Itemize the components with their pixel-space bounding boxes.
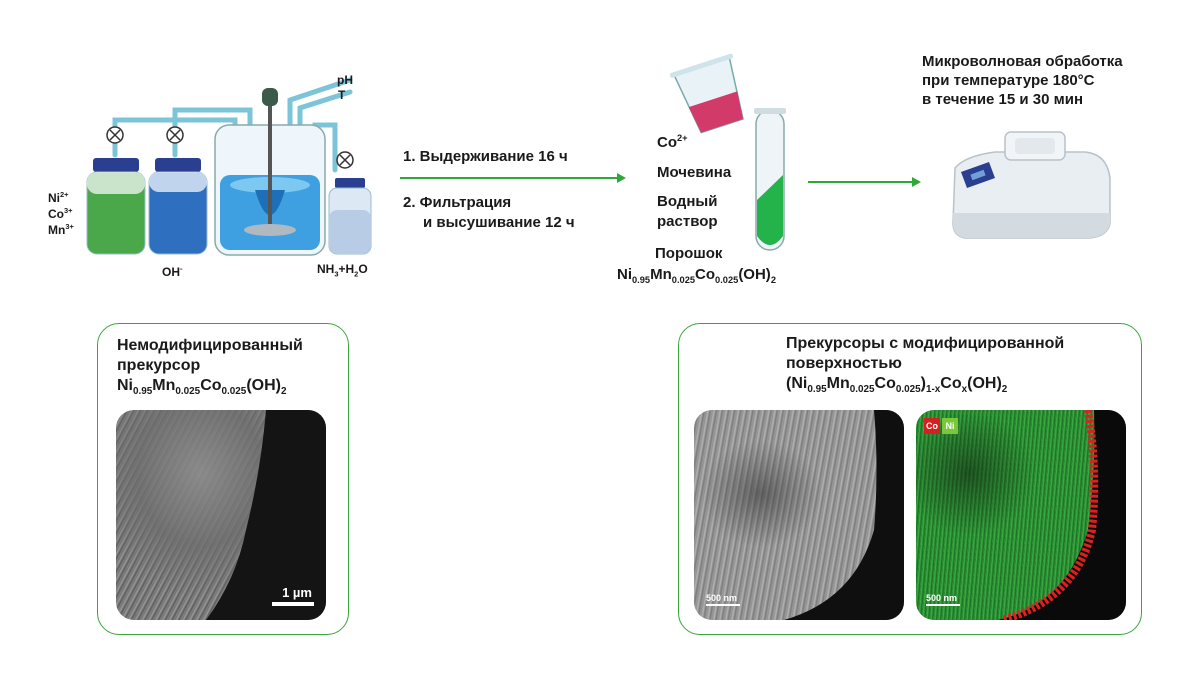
scale-label: 500 nm [926,593,958,603]
microwave-label: Микроволновая обработка при температуре … [922,53,1123,108]
process-arrow-2 [808,181,913,183]
sem-image-modified: 500 nm [694,410,904,620]
unmodified-precursor-title: Немодифицированный прекурсор Ni0.95Mn0.0… [117,337,303,398]
scale-bar [272,602,314,606]
scale-label: 1 µm [282,585,312,600]
nh3-h2o-label: NH3+H2O [317,262,368,279]
scale-label: 500 nm [706,593,738,603]
ni-map-tag: Ni [942,418,958,434]
step-1-label: 1. Выдерживание 16 ч [403,148,568,165]
modified-precursor-title: Прекурсоры с модифицированной поверхност… [786,335,1065,396]
powder-formula: Ni0.95Mn0.025Co0.025(OH)2 [617,266,776,285]
ph-label: pH [337,73,353,87]
urea-label: Мочевина [657,164,732,181]
eds-map-image: Co Ni 500 nm [916,410,1126,620]
scale-bar [926,604,960,606]
valve-icon [106,126,354,169]
co-map-tag: Co [924,418,940,434]
microwave-reactor-illustration [952,131,1111,239]
powder-label: Порошок [655,245,723,262]
t-label: T [338,88,346,102]
step-2-label: 2. Фильтрация и высушивание 12 ч [403,194,575,231]
metal-ions-label: Ni2+ Co3+ Mn3+ [48,190,74,237]
sem-image-unmodified: 1 µm [116,410,326,620]
beaker-tube-illustration [670,53,786,251]
oh-label: OH- [162,264,183,279]
scale-bar [706,604,740,606]
process-arrow-1 [400,177,618,179]
arrow-head-icon [912,177,921,187]
arrow-head-icon [617,173,626,183]
co-ion-label: Co2+ [657,133,688,151]
reactor-illustration [86,77,372,256]
aqueous-label: Водный раствор [657,193,718,230]
